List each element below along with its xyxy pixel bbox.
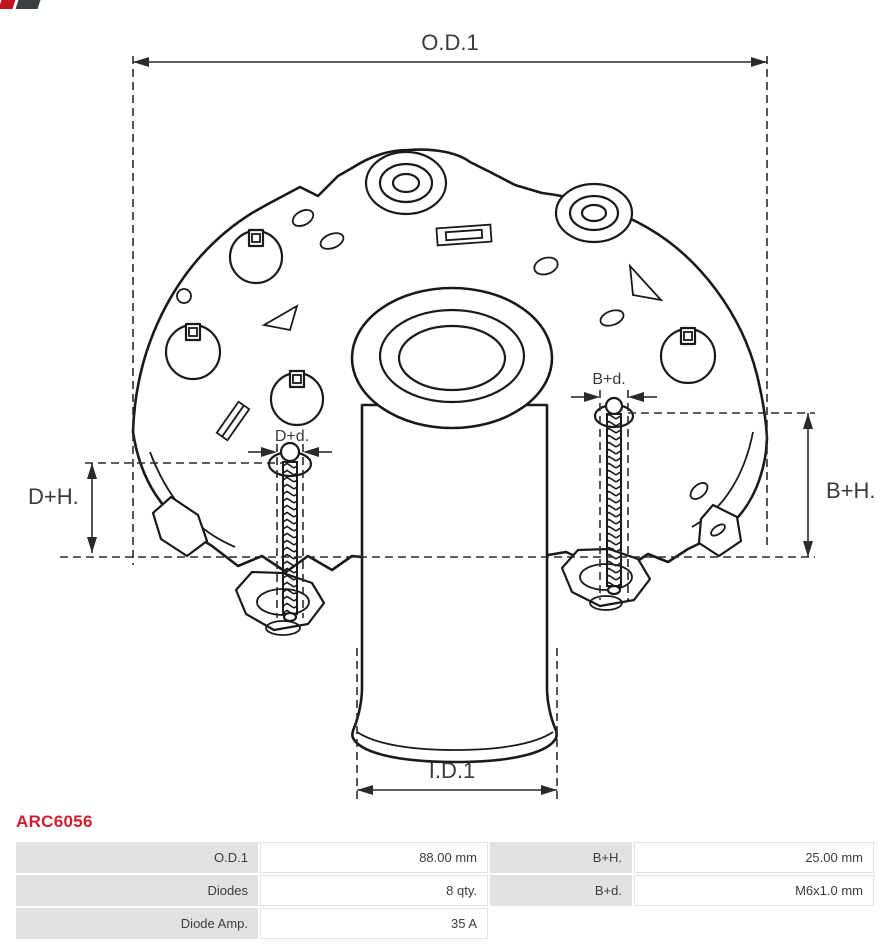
spec-bh-label: B+H. bbox=[490, 842, 632, 873]
spec-bd-value: M6x1.0 mm bbox=[634, 875, 874, 906]
part-number: ARC6056 bbox=[16, 812, 93, 831]
spec-table: O.D.1 88.00 mm B+H. 25.00 mm Diodes 8 qt… bbox=[16, 842, 874, 939]
dimension-bh: B+H. bbox=[628, 412, 876, 557]
center-slot bbox=[435, 223, 493, 247]
dd-label: D+d. bbox=[275, 428, 309, 445]
spec-empty-label bbox=[490, 908, 632, 939]
spec-bd-label: B+d. bbox=[490, 875, 632, 906]
center-collar bbox=[350, 286, 554, 430]
spec-diodes-label: Diodes bbox=[16, 875, 258, 906]
spec-diodes-value: 8 qty. bbox=[260, 875, 488, 906]
dimension-bd: B+d. bbox=[571, 371, 657, 600]
small-hole-5 bbox=[599, 309, 625, 327]
arrow-mark-left bbox=[261, 304, 299, 332]
id1-label: I.D.1 bbox=[429, 758, 475, 783]
spec-bh-value: 25.00 mm bbox=[634, 842, 874, 873]
spec-diode-amp-label: Diode Amp. bbox=[16, 908, 258, 939]
right-tab-slot bbox=[710, 523, 726, 537]
dimension-id1: I.D.1 bbox=[356, 648, 558, 800]
spec-empty-value bbox=[634, 908, 874, 939]
technical-drawing: O.D.1 I.D.1 D+H. B+H. D+d. bbox=[28, 30, 876, 800]
top-boss-left bbox=[364, 150, 448, 216]
spec-od1-value: 88.00 mm bbox=[260, 842, 488, 873]
dh-label: D+H. bbox=[28, 484, 79, 509]
diode-terminal-4 bbox=[659, 326, 717, 385]
od1-label: O.D.1 bbox=[421, 30, 478, 55]
bh-label: B+H. bbox=[826, 478, 876, 503]
top-boss-right bbox=[554, 182, 634, 244]
small-hole-4 bbox=[533, 256, 559, 276]
small-hole-6 bbox=[689, 482, 709, 500]
diode-terminal-3 bbox=[269, 369, 325, 427]
right-outer-tab bbox=[697, 503, 743, 558]
mounting-bolt-right bbox=[593, 396, 635, 596]
dimension-dh: D+H. bbox=[28, 462, 815, 558]
rectifier-plate bbox=[131, 148, 769, 764]
spec-od1-label: O.D.1 bbox=[16, 842, 258, 873]
dimension-od1: O.D.1 bbox=[132, 30, 768, 565]
left-outer-tab bbox=[151, 495, 209, 558]
side-slot bbox=[215, 400, 251, 442]
diode-terminal-1 bbox=[228, 228, 284, 285]
mounting-bolt-left bbox=[267, 441, 313, 623]
center-cylinder bbox=[351, 403, 558, 764]
diode-terminal-2 bbox=[164, 322, 222, 381]
left-foot-mount bbox=[234, 570, 326, 636]
bd-label: B+d. bbox=[592, 371, 625, 388]
arrow-mark-right bbox=[628, 263, 664, 302]
spec-diode-amp-value: 35 A bbox=[260, 908, 488, 939]
small-hole-3 bbox=[319, 232, 345, 250]
dimension-dd: D+d. bbox=[248, 428, 332, 618]
small-hole-1 bbox=[176, 288, 192, 304]
small-hole-2 bbox=[291, 209, 315, 227]
